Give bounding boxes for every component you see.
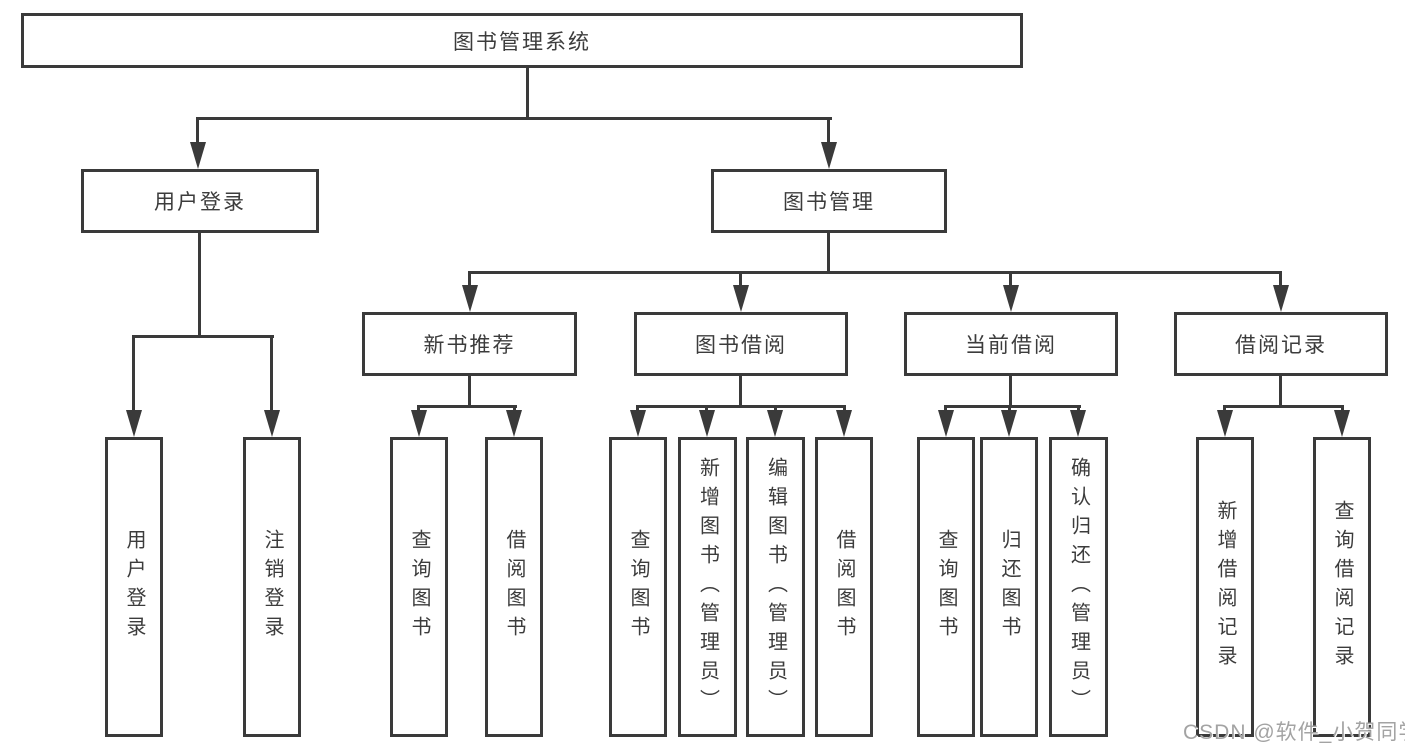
leaf-confirm-return-admin: 确认归还（管理员） [1049,437,1108,737]
leaf-label: 查询图书 [627,529,649,645]
leaf-return-books: 归还图书 [980,437,1038,737]
leaf-label: 借阅图书 [833,529,855,645]
arrowhead-down [733,285,749,312]
node-label: 用户登录 [154,191,246,214]
leaf-label: 查询借阅记录 [1331,500,1353,674]
arrowhead-down [1001,410,1017,437]
arrowhead-down [126,410,142,437]
node-label: 新书推荐 [423,334,516,357]
arrowhead-down [821,142,837,169]
connector-line [827,117,830,145]
leaf-query-books-borrowing: 查询图书 [609,437,667,737]
leaf-edit-book-admin: 编辑图书（管理员） [746,437,805,737]
connector-line [739,271,742,288]
leaf-label: 用户登录 [123,529,145,645]
connector-line [417,405,517,408]
leaf-logout: 注销登录 [243,437,301,737]
node-current-borrowing: 当前借阅 [904,312,1118,376]
arrowhead-down [1273,285,1289,312]
node-new-book-recommendation: 新书推荐 [362,312,577,376]
arrowhead-down [264,410,280,437]
connector-line [1279,376,1282,408]
leaf-label: 归还图书 [998,529,1020,645]
node-library-management-system: 图书管理系统 [21,13,1023,68]
arrowhead-down [1334,410,1350,437]
connector-line [739,376,742,408]
arrowhead-down [1003,285,1019,312]
leaf-add-borrow-record: 新增借阅记录 [1196,437,1254,737]
leaf-query-books-recommendation: 查询图书 [390,437,448,737]
node-label: 图书管理 [783,191,875,214]
leaf-label: 新增图书（管理员） [696,456,719,718]
node-borrowing-records: 借阅记录 [1174,312,1388,376]
arrowhead-down [462,285,478,312]
arrowhead-down [1217,410,1233,437]
connector-line [526,68,529,120]
leaf-label: 注销登录 [261,529,283,645]
arrowhead-down [506,410,522,437]
arrowhead-down [1070,410,1086,437]
connector-line [468,376,471,408]
connector-line [270,335,273,413]
connector-line [1223,405,1344,408]
connector-line [1009,271,1012,288]
csdn-watermark: CSDN @软件_小贺同学 [1183,721,1405,744]
node-user-login: 用户登录 [81,169,319,233]
connector-line [944,405,1081,408]
arrowhead-down [836,410,852,437]
leaf-label: 编辑图书（管理员） [764,456,787,718]
arrowhead-down [767,410,783,437]
connector-line [196,117,199,145]
leaf-user-login: 用户登录 [105,437,163,737]
leaf-query-borrow-record: 查询借阅记录 [1313,437,1371,737]
leaf-label: 新增借阅记录 [1214,500,1236,674]
node-label: 当前借阅 [965,334,1057,357]
node-label: 图书管理系统 [453,30,591,54]
connector-line [196,117,832,120]
connector-line [132,335,135,413]
node-label: 借阅记录 [1235,334,1327,357]
leaf-label: 查询图书 [935,529,957,645]
arrowhead-down [699,410,715,437]
arrowhead-down [630,410,646,437]
leaf-label: 查询图书 [408,529,430,645]
arrowhead-down [411,410,427,437]
arrowhead-down [190,142,206,169]
connector-line [198,233,201,338]
leaf-label: 借阅图书 [503,529,525,645]
leaf-query-books-current: 查询图书 [917,437,975,737]
leaf-borrow-books-recommendation: 借阅图书 [485,437,543,737]
connector-line [468,271,471,288]
connector-line [132,335,274,338]
arrowhead-down [938,410,954,437]
node-book-borrowing: 图书借阅 [634,312,848,376]
node-label: 图书借阅 [695,334,787,357]
connector-line [636,405,846,408]
leaf-add-book-admin: 新增图书（管理员） [678,437,737,737]
connector-line [468,271,1282,274]
connector-line [1009,376,1012,408]
leaf-label: 确认归还（管理员） [1067,456,1090,718]
leaf-borrow-books: 借阅图书 [815,437,873,737]
connector-line [1279,271,1282,288]
node-book-management: 图书管理 [711,169,947,233]
connector-line [827,233,830,274]
